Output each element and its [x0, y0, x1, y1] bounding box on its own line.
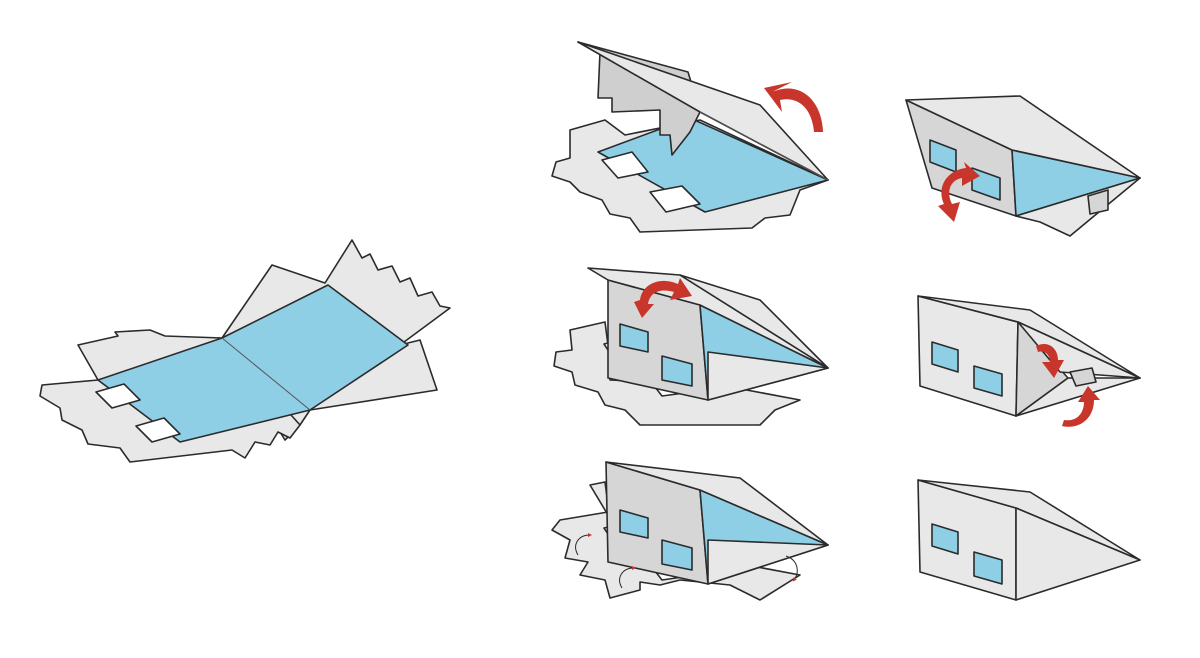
- window-glass: [661, 355, 693, 387]
- rotate-arrow-icon: [938, 162, 980, 222]
- window-glass: [931, 523, 959, 555]
- rotate-arrow-icon: [1062, 386, 1100, 427]
- rotate-arrow-icon: [1036, 343, 1064, 378]
- tab: [1069, 367, 1097, 387]
- step-flat-net: [39, 239, 451, 463]
- window-glass: [619, 323, 649, 353]
- rotate-arrow-icon: [764, 82, 823, 132]
- rotate-arrow-icon: [785, 555, 798, 582]
- rotate-arrow-icon: [575, 533, 592, 556]
- base-panel: [1015, 377, 1141, 417]
- slot: [95, 383, 141, 409]
- tab: [1087, 189, 1109, 215]
- base-panel: [1015, 177, 1141, 237]
- fold-line: [699, 111, 829, 181]
- step-fold-tabs: [551, 461, 829, 601]
- window-glass: [661, 539, 693, 571]
- window-glass: [931, 341, 959, 373]
- end-panel: [1015, 507, 1141, 601]
- end-flap: [707, 351, 829, 401]
- end-flap: [707, 539, 829, 585]
- slot: [649, 185, 701, 213]
- slot: [601, 151, 649, 179]
- slot: [135, 417, 181, 443]
- fold-line: [221, 337, 311, 411]
- window-glass: [973, 365, 1003, 397]
- step-fold-roof-up: [551, 41, 829, 233]
- step-fold-side-tabs: [905, 95, 1141, 237]
- step-assembled: [917, 479, 1141, 601]
- window-glass: [973, 551, 1003, 585]
- rotate-arrow-icon: [619, 566, 636, 589]
- roof-panel: [679, 274, 829, 369]
- roof-panel: [587, 267, 829, 369]
- window-glass: [619, 509, 649, 539]
- step-fold-end-flaps: [917, 295, 1141, 427]
- rotate-arrow-icon: [634, 278, 692, 318]
- step-fold-front-wall: [553, 267, 829, 426]
